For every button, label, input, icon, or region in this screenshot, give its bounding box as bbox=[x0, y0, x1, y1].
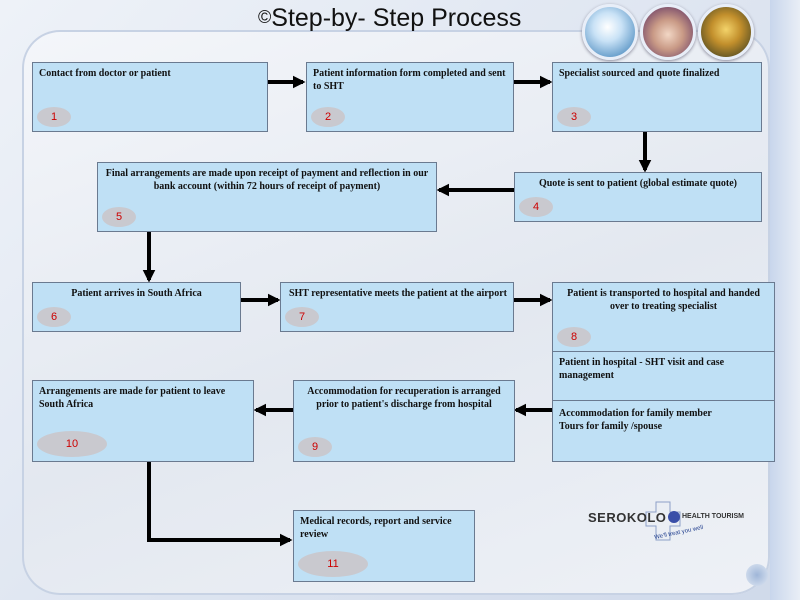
logo-subtitle: HEALTH TOURISM bbox=[682, 513, 744, 520]
step-text: Final arrangements are made upon receipt… bbox=[105, 168, 429, 192]
step-box-2: Patient information form completed and s… bbox=[306, 62, 514, 132]
step-text: Quote is sent to patient (global estimat… bbox=[538, 178, 738, 189]
step-text: Specialist sourced and quote finalized bbox=[559, 68, 720, 79]
step-number: 6 bbox=[37, 307, 71, 327]
step-text: Patient arrives in South Africa bbox=[71, 288, 202, 299]
step-text: Medical records, report and service revi… bbox=[300, 516, 452, 540]
step-number: 5 bbox=[102, 207, 136, 227]
medical-team-photo bbox=[582, 4, 638, 60]
step-number: 10 bbox=[37, 431, 107, 457]
step-box-3: Specialist sourced and quote finalized 3 bbox=[552, 62, 762, 132]
step-box-1: Contact from doctor or patient 1 bbox=[32, 62, 268, 132]
step-number: 9 bbox=[298, 437, 332, 457]
step-box-8-hospital-visit: Patient in hospital - SHT visit and case… bbox=[552, 351, 775, 401]
right-decorative-bar bbox=[770, 0, 800, 600]
step-text: Patient is transported to hospital and h… bbox=[567, 288, 760, 312]
step-box-5: Final arrangements are made upon receipt… bbox=[97, 162, 437, 232]
serokolo-logo: SEROKOLO HEALTH TOURISM We'll treat you … bbox=[588, 500, 758, 546]
step-text: Accommodation for recuperation is arrang… bbox=[307, 386, 501, 410]
step-box-11: Medical records, report and service revi… bbox=[293, 510, 475, 582]
logo-cross-icon bbox=[645, 501, 681, 541]
spa-massage-photo bbox=[640, 4, 696, 60]
step-number: 11 bbox=[298, 551, 368, 577]
title-text: Step-by- Step Process bbox=[271, 4, 522, 32]
step-number: 3 bbox=[557, 107, 591, 127]
step-text: Accommodation for family member Tours fo… bbox=[559, 408, 712, 432]
corner-decoration-icon bbox=[746, 564, 768, 586]
step-box-4: Quote is sent to patient (global estimat… bbox=[514, 172, 762, 222]
step-number: 4 bbox=[519, 197, 553, 217]
step-text: Patient in hospital - SHT visit and case… bbox=[559, 357, 725, 381]
step-box-9: Accommodation for recuperation is arrang… bbox=[293, 380, 515, 462]
step-box-7: SHT representative meets the patient at … bbox=[280, 282, 514, 332]
step-box-8-family-accommodation: Accommodation for family member Tours fo… bbox=[552, 400, 775, 462]
copyright-symbol: © bbox=[258, 7, 272, 27]
step-number: 2 bbox=[311, 107, 345, 127]
horse-safari-photo bbox=[698, 4, 754, 60]
slide-title: ©Step-by- Step Process bbox=[258, 4, 521, 33]
step-number: 1 bbox=[37, 107, 71, 127]
step-box-6: Patient arrives in South Africa 6 bbox=[32, 282, 241, 332]
logo-brand: SEROKOLO bbox=[588, 510, 667, 525]
step-box-10: Arrangements are made for patient to lea… bbox=[32, 380, 254, 462]
arrow-10-to-11 bbox=[147, 461, 293, 547]
step-text: Patient information form completed and s… bbox=[313, 68, 506, 92]
step-text: Arrangements are made for patient to lea… bbox=[39, 386, 226, 410]
step-number: 8 bbox=[557, 327, 591, 347]
step-box-8: Patient is transported to hospital and h… bbox=[552, 282, 775, 352]
step-text: Contact from doctor or patient bbox=[39, 68, 171, 79]
step-number: 7 bbox=[285, 307, 319, 327]
step-text: SHT representative meets the patient at … bbox=[288, 288, 507, 299]
